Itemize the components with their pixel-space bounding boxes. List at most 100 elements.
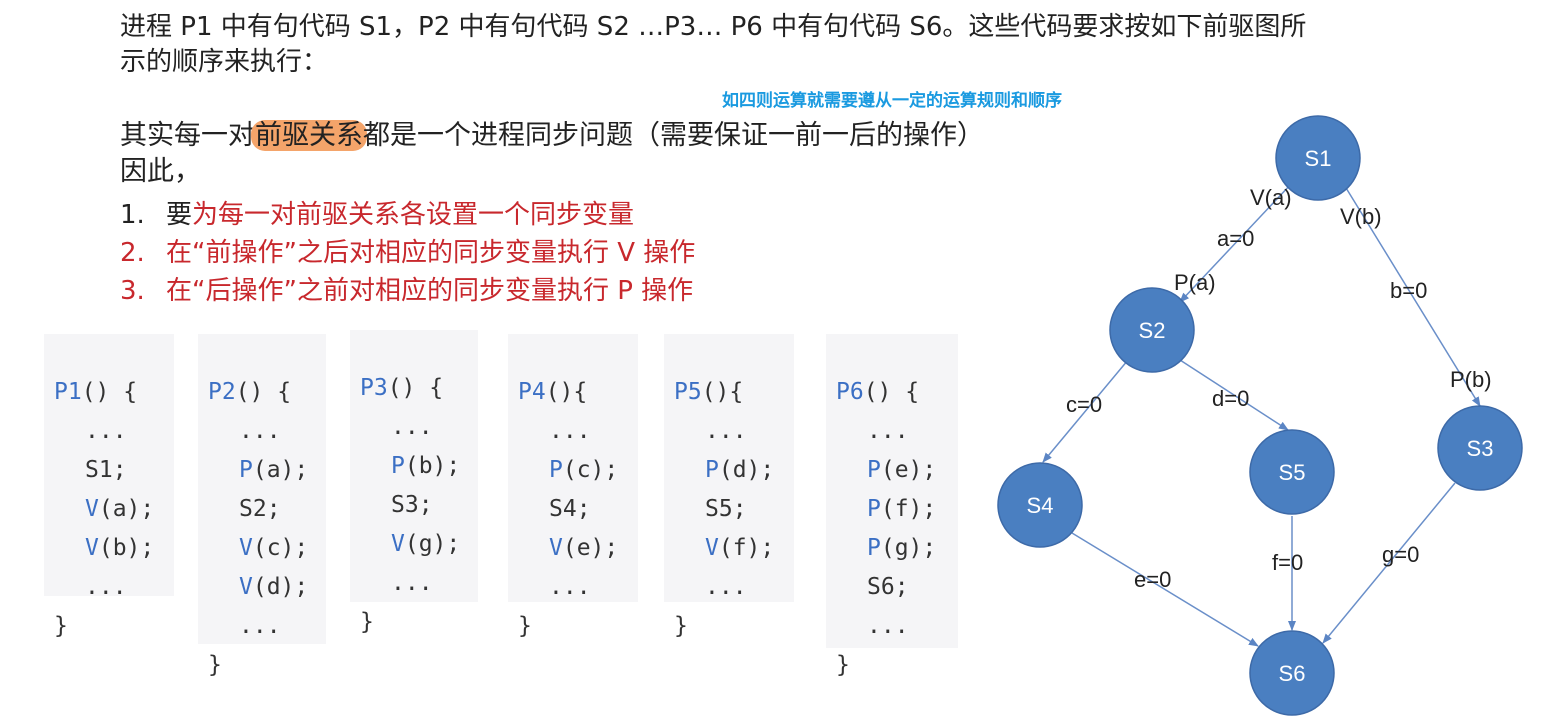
edge-label: P(a) bbox=[1174, 270, 1216, 295]
process-name: P1 bbox=[54, 379, 82, 405]
code-line: S5; bbox=[705, 496, 747, 522]
code-block-p1: P1() {...S1;V(a);V(b);...} bbox=[44, 334, 174, 639]
rule-text: 为每一对前驱关系各设置一个同步变量 bbox=[192, 200, 635, 230]
rule-text: 在“前操作”之后对相应的同步变量执行 V 操作 bbox=[166, 238, 696, 268]
op-keyword: P bbox=[705, 457, 719, 483]
edge-label: f=0 bbox=[1272, 550, 1303, 575]
code-line: ... bbox=[85, 418, 127, 444]
code-line: ... bbox=[705, 574, 747, 600]
op-keyword: P bbox=[239, 457, 253, 483]
code-line: ... bbox=[705, 418, 747, 444]
explanation-pre: 其实每一对 bbox=[120, 120, 255, 151]
code-header: P3() { bbox=[360, 375, 444, 401]
edge-label: c=0 bbox=[1066, 392, 1102, 417]
rules-list: 1. 要为每一对前驱关系各设置一个同步变量 2. 在“前操作”之后对相应的同步变量执… bbox=[120, 196, 695, 310]
code-line: ... bbox=[867, 418, 909, 444]
code-close: } bbox=[208, 652, 222, 678]
edge-s1-s2 bbox=[1179, 182, 1293, 303]
op-keyword: V bbox=[85, 535, 99, 561]
edge-label: b=0 bbox=[1390, 278, 1427, 303]
rule-number: 3. bbox=[120, 276, 145, 306]
node-label: S4 bbox=[1027, 493, 1054, 518]
code-line: S2; bbox=[239, 496, 281, 522]
node-label: S2 bbox=[1139, 318, 1166, 343]
code-line: V(d); bbox=[239, 574, 309, 600]
process-name: P4 bbox=[518, 379, 546, 405]
code-line: ... bbox=[85, 574, 127, 600]
process-name: P5 bbox=[674, 379, 702, 405]
edge-s4-s6 bbox=[1071, 532, 1259, 647]
code-header: P6() { bbox=[836, 379, 920, 405]
code-line: V(a); bbox=[85, 496, 155, 522]
code-line: P(e); bbox=[867, 457, 937, 483]
code-line: V(e); bbox=[549, 535, 619, 561]
code-line: ... bbox=[867, 613, 909, 639]
code-line: V(g); bbox=[391, 531, 461, 557]
node-label: S6 bbox=[1279, 661, 1306, 686]
op-keyword: V bbox=[239, 535, 253, 561]
explanation-line-1: 其实每一对前驱关系都是一个进程同步问题（需要保证一前一后的操作） bbox=[120, 118, 984, 154]
rule-number: 2. bbox=[120, 238, 145, 268]
code-close: } bbox=[54, 613, 68, 639]
code-line: V(f); bbox=[705, 535, 775, 561]
code-line: ... bbox=[549, 418, 591, 444]
node-s1: S1 bbox=[1275, 115, 1361, 201]
code-line: V(b); bbox=[85, 535, 155, 561]
code-header: P2() { bbox=[208, 379, 292, 405]
process-name: P2 bbox=[208, 379, 236, 405]
op-keyword: V bbox=[549, 535, 563, 561]
code-close: } bbox=[518, 613, 532, 639]
rule-item-2: 2. 在“前操作”之后对相应的同步变量执行 V 操作 bbox=[120, 234, 695, 272]
edge-label: e=0 bbox=[1134, 567, 1171, 592]
node-s6: S6 bbox=[1249, 630, 1335, 716]
code-line: S4; bbox=[549, 496, 591, 522]
code-line: ... bbox=[549, 574, 591, 600]
explanation: 其实每一对前驱关系都是一个进程同步问题（需要保证一前一后的操作） 因此， bbox=[120, 118, 984, 190]
edge-s2-s4 bbox=[1042, 359, 1129, 463]
process-name: P6 bbox=[836, 379, 864, 405]
op-keyword: P bbox=[867, 457, 881, 483]
edge-s2-s5 bbox=[1179, 359, 1289, 431]
edge-label: g=0 bbox=[1382, 542, 1419, 567]
node-label: S3 bbox=[1467, 436, 1494, 461]
code-header: P4(){ bbox=[518, 379, 588, 405]
rule-number: 1. bbox=[120, 200, 145, 230]
code-close: } bbox=[360, 609, 374, 635]
code-line: ... bbox=[391, 570, 433, 596]
edge-s1-s3 bbox=[1342, 182, 1481, 407]
edge-s3-s6 bbox=[1322, 482, 1456, 644]
op-keyword: P bbox=[867, 535, 881, 561]
op-keyword: P bbox=[867, 496, 881, 522]
code-line: P(d); bbox=[705, 457, 775, 483]
code-line: S6; bbox=[867, 574, 909, 600]
code-line: P(b); bbox=[391, 453, 461, 479]
code-block-p2: P2() {...P(a);S2;V(c);V(d);...} bbox=[198, 334, 326, 678]
op-keyword: P bbox=[549, 457, 563, 483]
edge-label: P(b) bbox=[1450, 367, 1492, 392]
code-close: } bbox=[674, 613, 688, 639]
op-keyword: V bbox=[391, 531, 405, 557]
op-keyword: P bbox=[391, 453, 405, 479]
op-keyword: V bbox=[239, 574, 253, 600]
explanation-line-2: 因此， bbox=[120, 156, 201, 187]
rule-prefix: 要 bbox=[166, 200, 193, 230]
edge-label: a=0 bbox=[1217, 226, 1254, 251]
code-line: P(g); bbox=[867, 535, 937, 561]
annotation-note: 如四则运算就需要遵从一定的运算规则和顺序 bbox=[722, 91, 1062, 111]
node-s3: S3 bbox=[1437, 405, 1523, 491]
highlighted-term: 前驱关系 bbox=[251, 120, 367, 151]
node-s5: S5 bbox=[1249, 429, 1335, 515]
code-line: P(f); bbox=[867, 496, 937, 522]
code-block-p4: P4(){...P(c);S4;V(e);...} bbox=[508, 334, 638, 639]
explanation-post: 都是一个进程同步问题（需要保证一前一后的操作） bbox=[363, 120, 984, 151]
node-s2: S2 bbox=[1109, 287, 1195, 373]
rule-text: 在“后操作”之前对相应的同步变量执行 P 操作 bbox=[166, 276, 694, 306]
op-keyword: V bbox=[705, 535, 719, 561]
node-s4: S4 bbox=[997, 462, 1083, 548]
node-label: S1 bbox=[1305, 146, 1332, 171]
code-block-p6: P6() {...P(e);P(f);P(g);S6;...} bbox=[826, 334, 958, 678]
code-block-p5: P5(){... P(d); S5; V(f);...} bbox=[664, 334, 794, 639]
code-header: P5(){ bbox=[674, 379, 744, 405]
code-block-p3: P3() {...P(b);S3;V(g);...} bbox=[350, 330, 478, 635]
